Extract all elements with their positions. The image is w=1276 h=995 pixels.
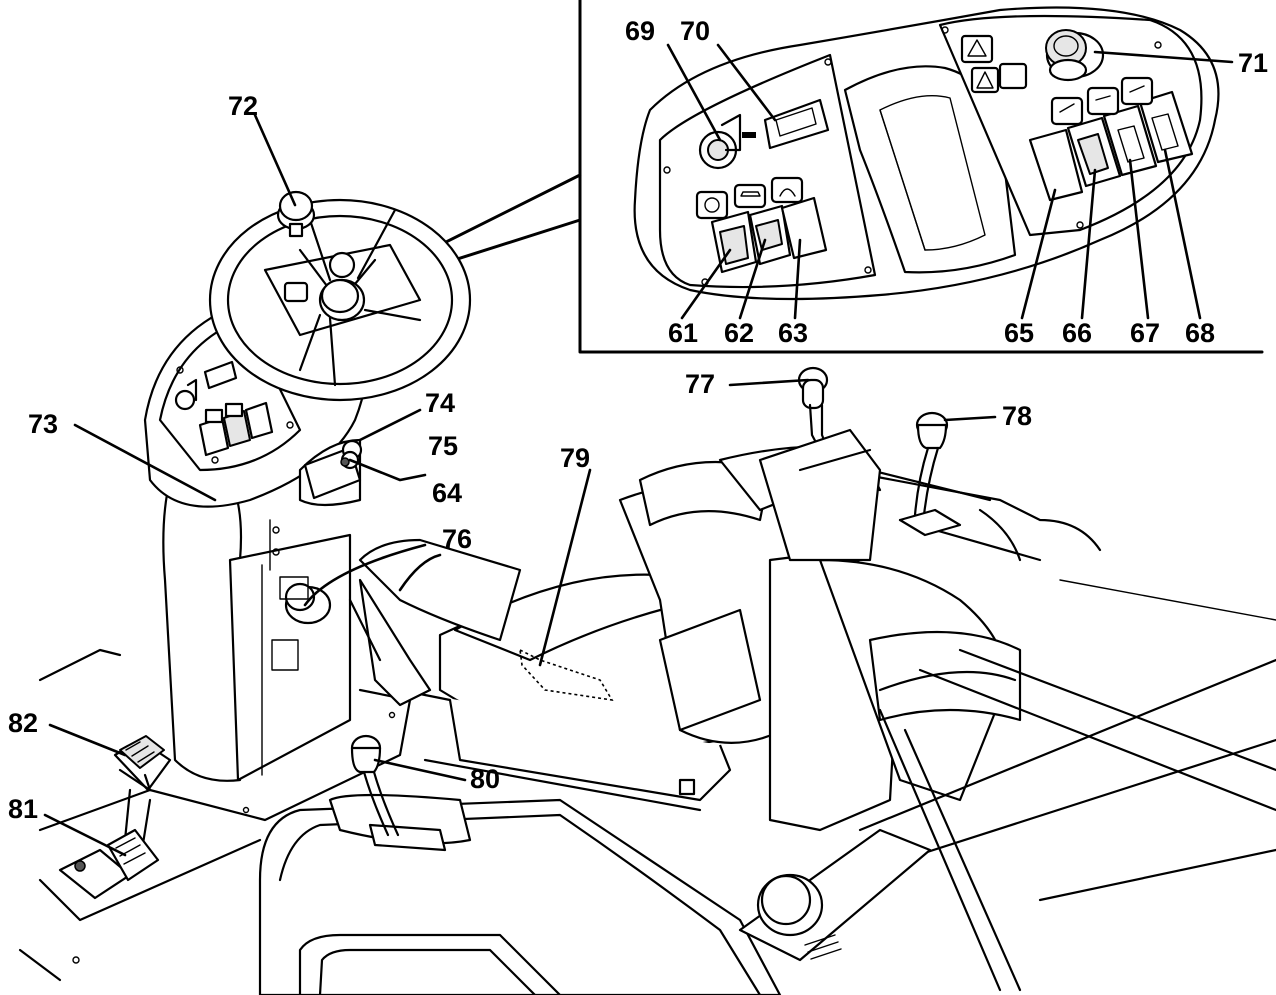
callout-81: 81 xyxy=(8,794,38,824)
right-switch-bank xyxy=(1028,76,1194,202)
callout-74: 74 xyxy=(425,388,455,418)
callout-79: 79 xyxy=(560,443,590,473)
callout-75: 75 xyxy=(428,431,458,461)
brake-pedal xyxy=(113,735,172,852)
left-switch-bank xyxy=(695,176,828,274)
callout-78: 78 xyxy=(1002,401,1032,431)
key-switch xyxy=(698,113,756,170)
warning-labels xyxy=(960,34,1028,94)
callout-69: 69 xyxy=(625,16,655,46)
callout-62: 62 xyxy=(724,318,754,348)
callout-68: 68 xyxy=(1185,318,1215,348)
callout-67: 67 xyxy=(1130,318,1160,348)
emergency-stop-button xyxy=(1045,29,1105,82)
hour-meter xyxy=(763,98,830,150)
lever-78 xyxy=(898,411,962,537)
callout-70: 70 xyxy=(680,16,710,46)
callout-66: 66 xyxy=(1062,318,1092,348)
machine-body xyxy=(768,468,1276,992)
front-hood xyxy=(258,793,932,995)
callout-76: 76 xyxy=(442,524,472,554)
callout-labels: 72 73 74 75 64 76 79 77 78 80 82 81 69 7… xyxy=(8,16,1268,824)
side-arm xyxy=(348,538,522,707)
callout-65: 65 xyxy=(1004,318,1034,348)
callout-72: 72 xyxy=(228,91,258,121)
callout-80: 80 xyxy=(470,764,500,794)
callout-71: 71 xyxy=(1238,48,1268,78)
callout-61: 61 xyxy=(668,318,698,348)
callout-77: 77 xyxy=(685,369,715,399)
lever-77 xyxy=(758,366,882,562)
accelerator-pedal xyxy=(58,828,160,900)
callout-73: 73 xyxy=(28,409,58,439)
leader-lines xyxy=(43,43,1234,857)
lever-80 xyxy=(350,734,400,837)
callout-63: 63 xyxy=(778,318,808,348)
inset-dashboard-panel xyxy=(633,6,1220,301)
callout-82: 82 xyxy=(8,708,38,738)
steering-wheel xyxy=(208,190,472,402)
callout-64: 64 xyxy=(432,478,462,508)
